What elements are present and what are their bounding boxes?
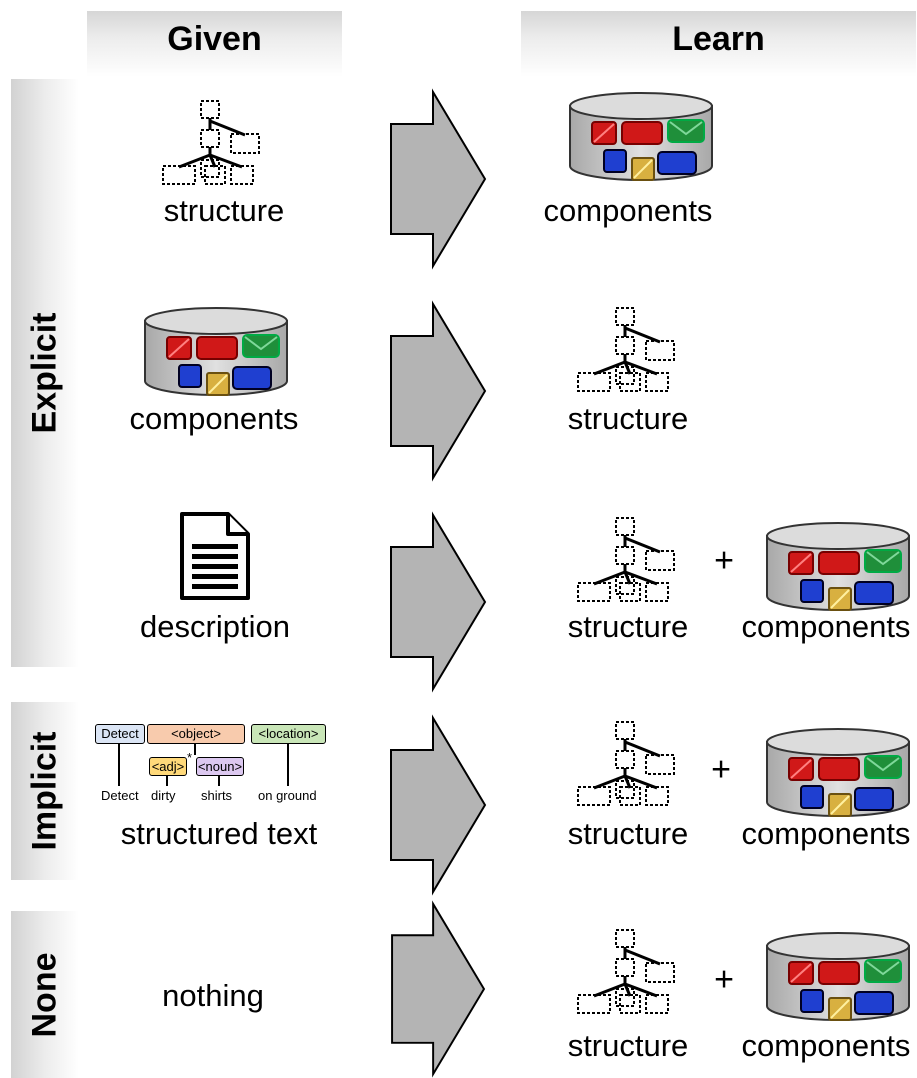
implicit-band: Implicit	[11, 702, 79, 880]
database-icon	[569, 92, 713, 181]
given-label-1: structure	[163, 193, 285, 228]
word-detect: Detect	[101, 788, 139, 803]
learn-column-header: Learn	[521, 11, 916, 77]
learn-header-label: Learn	[672, 20, 765, 58]
learn-label-5b: components	[741, 1028, 911, 1063]
none-band: None	[11, 911, 79, 1078]
adj-box: <adj>	[149, 757, 187, 776]
detect-box: Detect	[95, 724, 145, 744]
tree-icon	[576, 516, 676, 603]
learn-label-2: structure	[567, 401, 689, 436]
learn-label-3a: structure	[567, 609, 689, 644]
learn-label-3b: components	[741, 609, 911, 644]
plus-sign: +	[711, 750, 731, 789]
given-header-label: Given	[167, 20, 262, 58]
explicit-label: Explicit	[25, 312, 64, 434]
kleene-star: *	[187, 750, 193, 765]
arrow-icon	[390, 514, 486, 690]
learn-label-4b: components	[741, 816, 911, 851]
arrow-icon	[390, 717, 486, 893]
given-label-3: description	[140, 609, 290, 644]
implicit-label: Implicit	[25, 731, 64, 851]
structured-text-diagram: Detect <object> <location> <adj> * <noun…	[95, 720, 335, 810]
given-column-header: Given	[87, 11, 342, 77]
plus-sign: +	[714, 541, 734, 580]
database-icon	[144, 307, 288, 396]
none-label: None	[25, 952, 64, 1037]
noun-box: <noun>	[196, 757, 244, 776]
parse-lines	[118, 744, 289, 786]
database-icon	[766, 728, 910, 817]
database-icon	[766, 932, 910, 1021]
given-label-2: components	[129, 401, 299, 436]
tree-icon	[161, 99, 261, 186]
word-shirts: shirts	[201, 788, 233, 803]
tree-icon	[576, 720, 676, 807]
tree-icon	[576, 306, 676, 393]
word-dirty: dirty	[151, 788, 176, 803]
arrow-icon	[390, 303, 486, 479]
given-label-4: structured text	[120, 816, 318, 851]
document-icon	[180, 512, 250, 600]
learn-label-4a: structure	[567, 816, 689, 851]
object-box: <object>	[147, 724, 245, 744]
arrow-icon	[390, 91, 486, 267]
database-icon	[766, 522, 910, 611]
learn-label-5a: structure	[567, 1028, 689, 1063]
learn-label-1: components	[543, 193, 713, 228]
word-on-ground: on ground	[258, 788, 317, 803]
explicit-band: Explicit	[11, 79, 79, 667]
tree-icon	[576, 928, 676, 1015]
given-label-5: nothing	[162, 978, 264, 1013]
arrow-icon	[391, 902, 485, 1076]
location-box: <location>	[251, 724, 326, 744]
plus-sign: +	[714, 960, 734, 999]
